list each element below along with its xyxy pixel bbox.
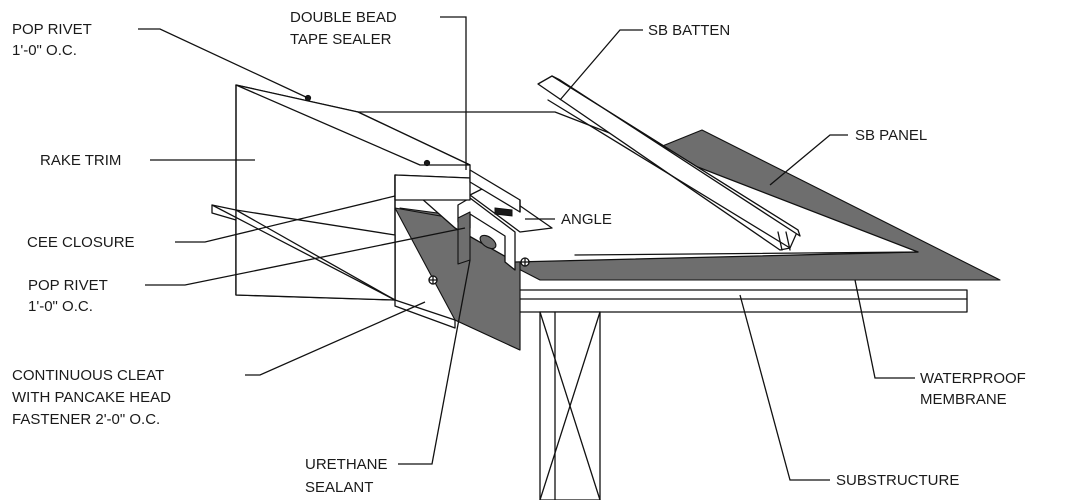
label-urethane-sealant-1: URETHANE (305, 456, 388, 473)
label-substructure: SUBSTRUCTURE (836, 472, 959, 489)
label-urethane-sealant-2: SEALANT (305, 479, 373, 496)
label-sb-panel: SB PANEL (855, 127, 927, 144)
substructure (515, 289, 968, 500)
label-pop-rivet-top-1: POP RIVET (12, 21, 92, 38)
label-pop-rivet-mid-2: 1'-0" O.C. (28, 298, 93, 315)
sb-batten (537, 75, 801, 251)
label-angle: ANGLE (561, 211, 612, 228)
cee-closure (457, 197, 516, 271)
label-pop-rivet-top-2: 1'-0" O.C. (12, 42, 77, 59)
double-bead-tape-sealer (469, 169, 521, 213)
label-pop-rivet-mid-1: POP RIVET (28, 277, 108, 294)
labels: POP RIVET 1'-0" O.C. DOUBLE BEAD TAPE SE… (12, 9, 1026, 496)
label-double-bead-1: DOUBLE BEAD (290, 9, 397, 26)
label-continuous-cleat-2: WITH PANCAKE HEAD (12, 389, 171, 406)
label-continuous-cleat-3: FASTENER 2'-0" O.C. (12, 411, 160, 428)
label-cee-closure: CEE CLOSURE (27, 234, 135, 251)
urethane-sealant (457, 211, 471, 265)
label-waterproof-membrane-2: MEMBRANE (920, 391, 1007, 408)
label-continuous-cleat-1: CONTINUOUS CLEAT (12, 367, 164, 384)
label-waterproof-membrane-1: WATERPROOF (920, 370, 1026, 387)
label-double-bead-2: TAPE SEALER (290, 31, 392, 48)
leader-lines (138, 16, 915, 481)
continuous-cleat (211, 204, 396, 301)
label-rake-trim: RAKE TRIM (40, 152, 121, 169)
label-sb-batten: SB BATTEN (648, 22, 730, 39)
